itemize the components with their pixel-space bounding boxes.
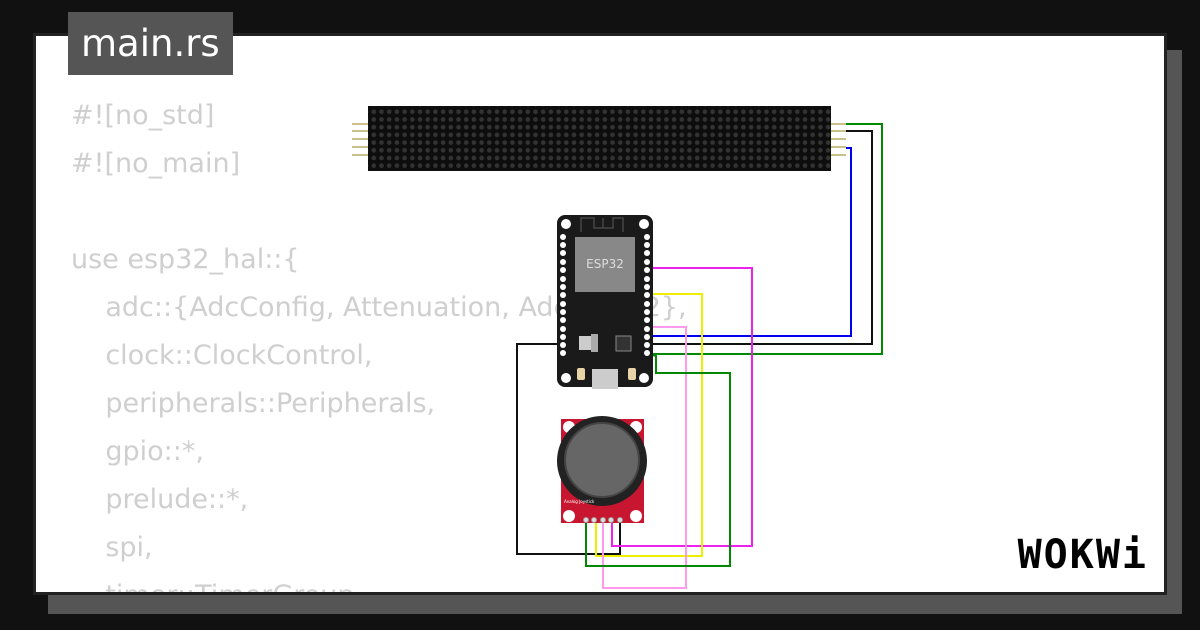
board-pins bbox=[560, 234, 650, 356]
esp32-chip bbox=[575, 237, 635, 292]
wires bbox=[516, 123, 883, 589]
wire-black-gnd bbox=[650, 130, 873, 345]
wire-black-joy-gnd bbox=[516, 343, 621, 555]
esp32-board[interactable]: ESP32 bbox=[557, 215, 653, 389]
wire-yellow bbox=[563, 293, 703, 557]
wire-blue-din bbox=[650, 147, 852, 337]
code-line: timer::TimerGroup, bbox=[71, 572, 687, 592]
code-line: #![no_std] bbox=[71, 100, 215, 131]
code-line: spi, bbox=[71, 532, 153, 563]
led-matrix[interactable] bbox=[352, 106, 846, 171]
wokwi-logo: WOKWi bbox=[1017, 532, 1148, 578]
joystick-pins bbox=[583, 517, 623, 523]
code-line: clock::ClockControl, bbox=[71, 340, 373, 371]
code-line: peripherals::Peripherals, bbox=[71, 388, 436, 419]
file-tab[interactable]: main.rs bbox=[68, 12, 233, 75]
matrix-pins-left bbox=[352, 123, 369, 156]
wire-green-vcc bbox=[650, 123, 883, 355]
wire-green-joy bbox=[585, 353, 731, 567]
usb-port bbox=[592, 369, 618, 389]
matrix-pins-right bbox=[830, 123, 846, 156]
wire-magenta bbox=[611, 267, 753, 547]
code-preview: #![no_std]#![no_main]use esp32_hal::{ ad… bbox=[71, 92, 687, 592]
chip-label: ESP32 bbox=[586, 257, 624, 271]
code-line: prelude::*, bbox=[71, 484, 249, 515]
code-line: #![no_main] bbox=[71, 148, 241, 179]
code-line: gpio::*, bbox=[71, 436, 204, 467]
joystick-label: Analog Joystick bbox=[564, 499, 595, 504]
code-line: use esp32_hal::{ bbox=[71, 244, 300, 275]
analog-joystick[interactable]: Analog Joystick bbox=[557, 416, 647, 523]
